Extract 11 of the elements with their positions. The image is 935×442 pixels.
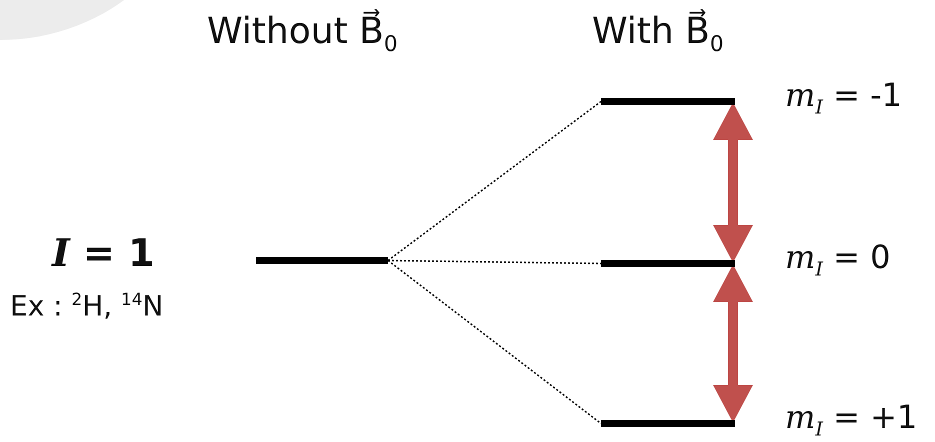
energy-level-bar [256,257,388,264]
quantum-number-label: m$_{I}$ = 0 [785,238,890,280]
dotted-line [388,100,602,262]
example-text: Ex : $^{2}$H, $^{14}$N [10,290,164,322]
spin-label: I = 1 [52,232,155,275]
dotted-line [388,260,602,424]
quantum-number-label: m$_{I}$ = +1 [785,398,918,440]
double-arrow [713,264,753,423]
double-arrow [713,102,753,263]
dotted-line [388,260,602,264]
quantum-number-label: m$_{I}$ = -1 [785,76,902,118]
